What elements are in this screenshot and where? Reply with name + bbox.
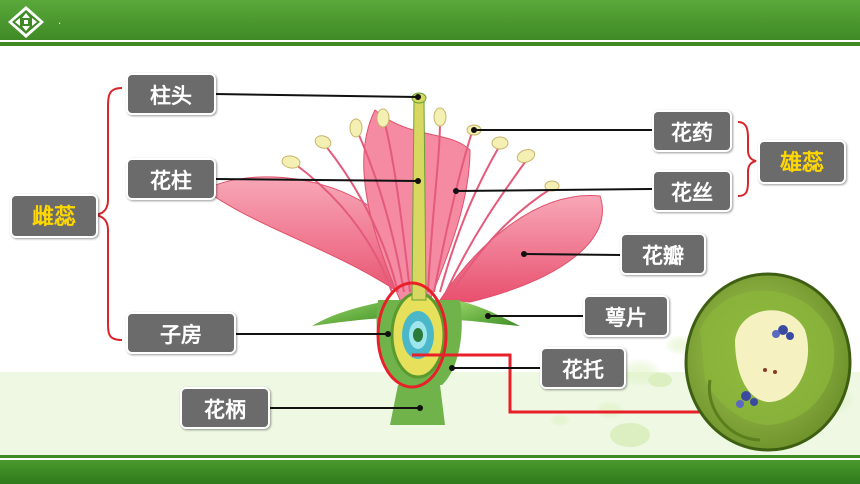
label-filament: 花丝 [652,170,732,212]
anthers [281,107,560,192]
label-anther: 花药 [652,110,732,152]
sepal-right [452,300,520,326]
pedicel-shape [390,385,445,425]
stamens [294,119,553,293]
style-shape [411,99,427,301]
label-sepal: 萼片 [583,295,669,337]
label-receptacle: 花托 [540,347,626,389]
label-ovary: 子房 [126,312,236,354]
header-mark: . [58,16,62,27]
label-stigma: 柱头 [126,73,216,115]
pistil-bracket [95,87,123,341]
header-bar [0,0,860,40]
stamen-bracket [737,121,757,197]
header-divider [0,42,860,46]
ovary-closeup [684,272,852,452]
leader-lines [214,93,653,409]
group-pistil: 雌蕊 [10,194,98,238]
group-stamen: 雄蕊 [758,140,846,184]
footer-divider [0,455,860,458]
diamond-navigation-icon[interactable] [6,4,46,40]
label-petal: 花瓣 [620,233,706,275]
label-style: 花柱 [126,158,216,200]
sepal-left [312,300,395,326]
leader-dots [385,94,527,411]
ovary-zoom-connector [412,353,700,414]
footer-bar [0,460,860,484]
label-pedicel: 花柄 [180,387,270,429]
